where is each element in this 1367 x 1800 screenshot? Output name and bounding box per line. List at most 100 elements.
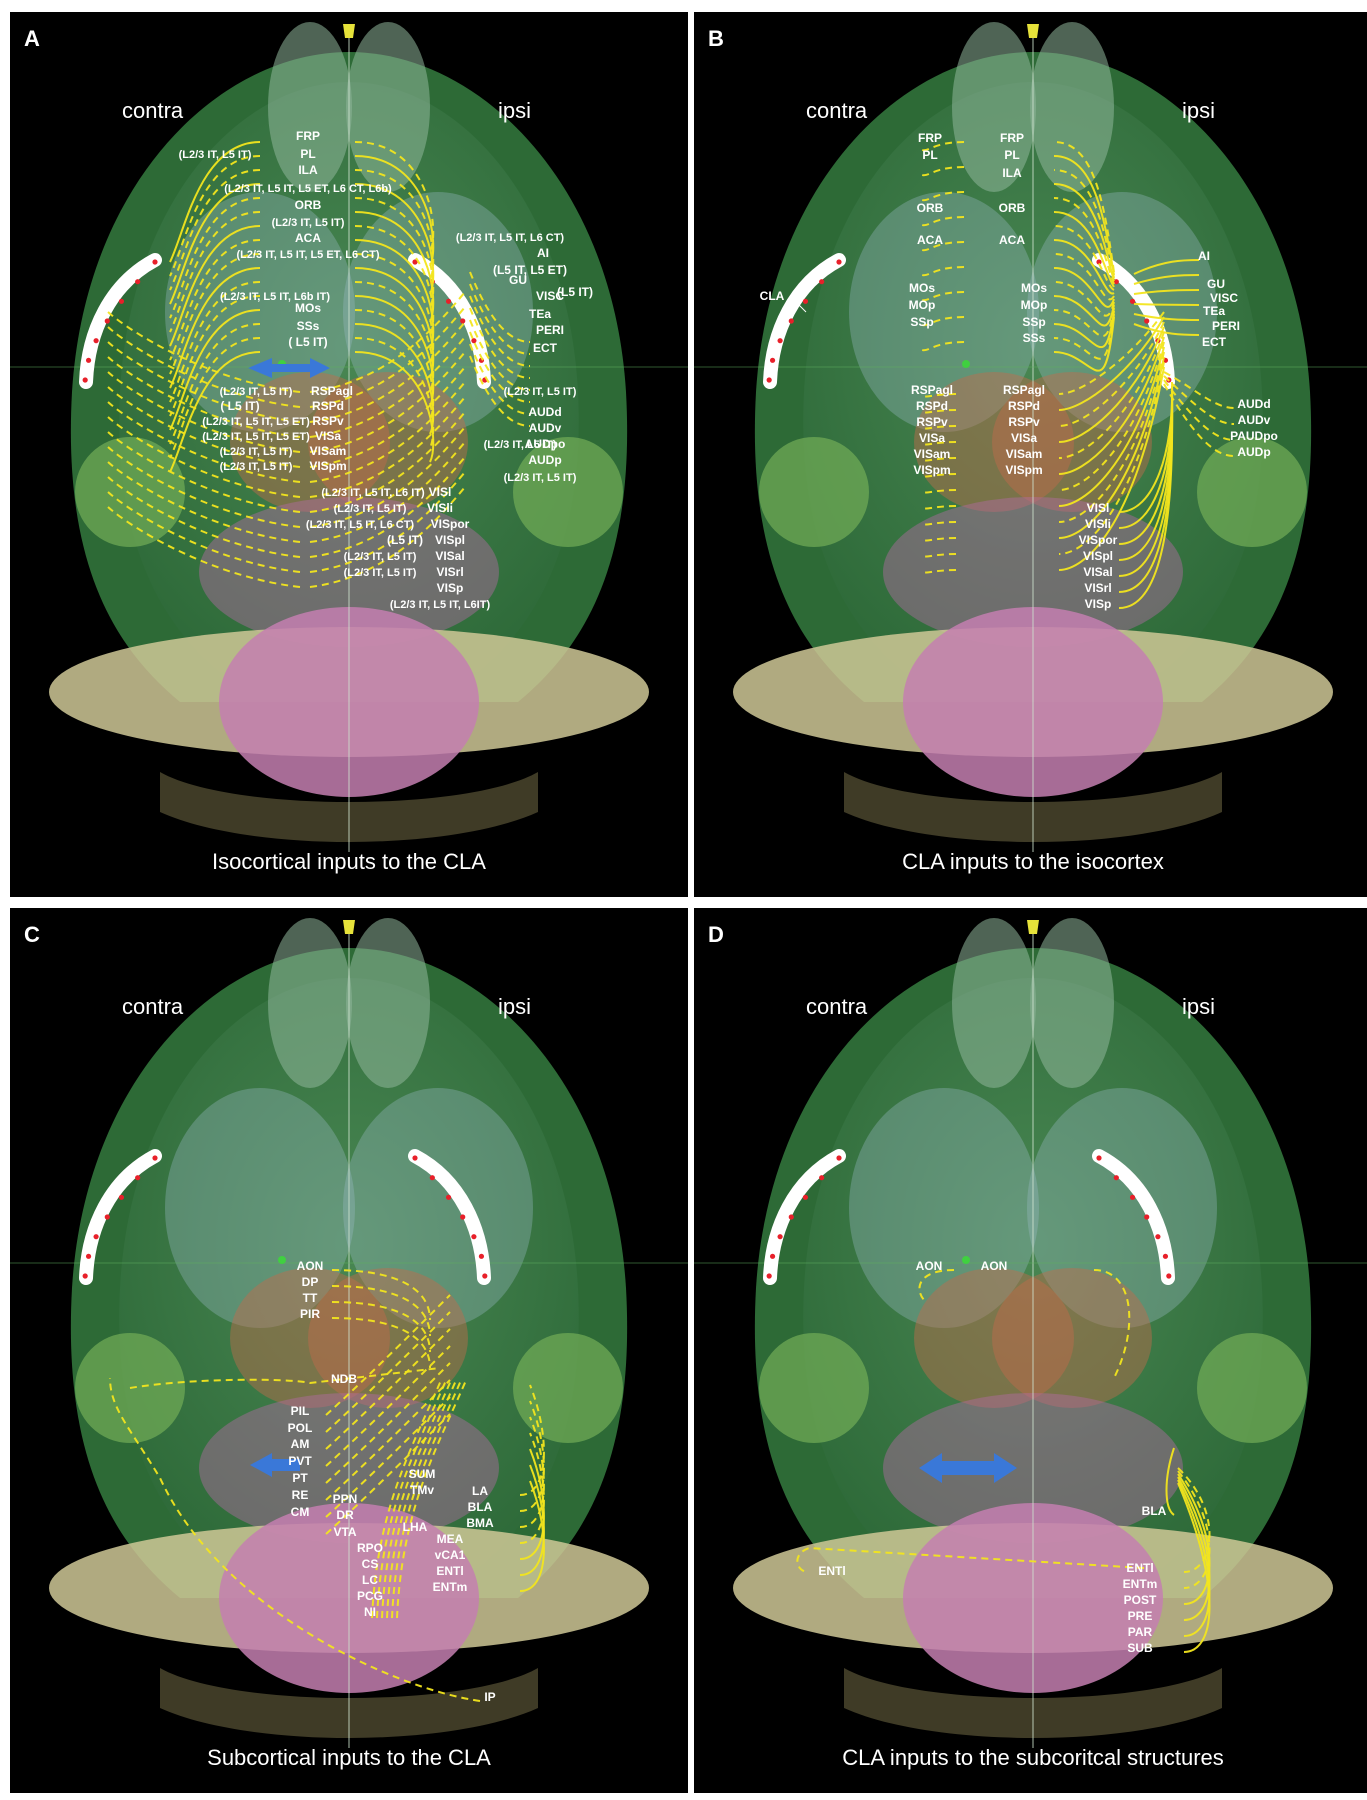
claustrum-neuron-dot <box>152 259 158 265</box>
olfactory-bulb-right <box>346 22 430 192</box>
region-label: VISli <box>1085 517 1111 531</box>
projection-line <box>354 281 435 393</box>
projection-line <box>1053 316 1115 372</box>
claustrum-neuron-dot <box>1129 298 1136 304</box>
bregma-marker <box>278 1256 286 1264</box>
projection-line <box>921 266 965 277</box>
projection-line <box>309 411 466 513</box>
ipsi-label: ipsi <box>498 98 532 123</box>
region-label: CM <box>291 1505 310 1519</box>
region-label: DR <box>336 1508 354 1522</box>
claustrum-neuron-dot <box>1113 1175 1119 1181</box>
projection-line <box>309 486 466 588</box>
region-label: AUDv <box>1238 413 1271 427</box>
projection-line <box>1058 311 1165 395</box>
projection-line <box>921 166 965 177</box>
region-label: (L2/3 IT, L5 IT, L6 IT) <box>321 487 425 499</box>
claustrum-neuron-dot <box>1113 279 1119 285</box>
contra-label: contra <box>806 994 868 1019</box>
projection-line <box>309 321 466 423</box>
region-label: VISrl <box>1084 581 1111 595</box>
region-label: (L2/3 IT, L5 IT, L6 CT) <box>456 232 565 244</box>
region-label: (L5 IT) <box>557 285 593 299</box>
projection-line <box>169 211 261 333</box>
region-label: VISal <box>1083 565 1112 579</box>
hippocampus-right <box>513 1333 623 1443</box>
region-label: ( L5 IT) <box>288 335 327 349</box>
projection-line <box>1165 1447 1175 1516</box>
region-label: AUDd <box>1237 397 1270 411</box>
thalamus-left <box>914 372 1074 512</box>
region-label: (L5 IT) <box>387 533 423 547</box>
panel-letter: C <box>24 922 40 947</box>
projection-line <box>331 1285 431 1337</box>
projection-line <box>309 441 466 543</box>
region-label: (L2/3 IT, L5 IT, L6b IT) <box>220 291 330 303</box>
projection-line <box>1093 1269 1131 1379</box>
panel-caption: CLA inputs to the isocortex <box>902 849 1164 874</box>
region-label: (L5 IT, L5 ET) <box>493 263 567 277</box>
claustrum-neuron-dot <box>766 1273 772 1279</box>
region-label: VISrl <box>436 565 463 579</box>
ipsi-label: ipsi <box>1182 98 1216 123</box>
claustrum-neuron-dot <box>766 377 772 383</box>
region-label: AUDv <box>529 421 562 435</box>
projection-line <box>325 1311 451 1433</box>
projection-line <box>331 1317 431 1369</box>
claustrum-neuron-dot <box>118 1194 125 1200</box>
claustrum-neuron-dot <box>1129 1194 1136 1200</box>
claustrum-right <box>1092 1149 1175 1285</box>
claustrum-neuron-dot <box>836 1155 842 1161</box>
projection-line <box>469 271 531 343</box>
projection-line <box>354 225 435 337</box>
claustrum-neuron-dot <box>1155 1234 1161 1240</box>
projection-line <box>1053 267 1115 308</box>
region-label: VISp <box>1085 597 1112 611</box>
projection-line <box>354 337 435 449</box>
projection-line <box>309 366 466 468</box>
projection-line <box>921 489 957 494</box>
projection-line <box>1163 371 1235 409</box>
claustrum-neuron-dot <box>471 338 477 344</box>
region-label: RSPd <box>916 399 948 413</box>
region-label: (L2/3 IT, L5 IT) <box>344 567 417 579</box>
projection-line <box>921 457 957 462</box>
region-label: VISam <box>1006 447 1043 461</box>
projection-line <box>169 281 261 403</box>
region-label: ORB <box>999 201 1026 215</box>
region-label: AUDpo <box>525 437 566 451</box>
projection-line <box>921 409 957 414</box>
region-label: SSs <box>1023 331 1046 345</box>
claustrum-neuron-dot <box>802 298 809 304</box>
region-label: NDB <box>331 1372 357 1386</box>
region-label: POL <box>288 1421 313 1435</box>
region-label: RSPv <box>312 414 344 428</box>
region-label: AM <box>291 1437 310 1451</box>
region-label: RSPv <box>1008 415 1040 429</box>
region-label: VISpm <box>309 459 346 473</box>
region-label: AON <box>297 1259 324 1273</box>
projection-line <box>1053 155 1115 276</box>
projection-line <box>354 197 435 309</box>
projection-line <box>169 351 261 473</box>
projection-line <box>354 169 435 281</box>
ipsi-label: ipsi <box>498 994 532 1019</box>
region-label: vCA1 <box>435 1548 466 1562</box>
hippocampus-left <box>759 437 869 547</box>
projection-line <box>1058 366 1165 571</box>
projection-line <box>109 1377 481 1702</box>
region-label: PAR <box>1128 1625 1153 1639</box>
projection-line <box>169 197 261 319</box>
orientation-marker <box>1027 24 1039 38</box>
claustrum-neuron-dot <box>445 298 452 304</box>
olfactory-bulb-right <box>346 918 430 1088</box>
projection-line <box>469 319 531 391</box>
projection-line <box>325 1379 451 1501</box>
projection-line <box>169 225 261 347</box>
projection-line <box>1177 1482 1211 1653</box>
region-label: VISam <box>310 444 347 458</box>
projection-line <box>309 396 466 498</box>
projection-line <box>169 267 261 389</box>
region-label: (L2/3 IT, L5 IT) <box>220 461 293 473</box>
